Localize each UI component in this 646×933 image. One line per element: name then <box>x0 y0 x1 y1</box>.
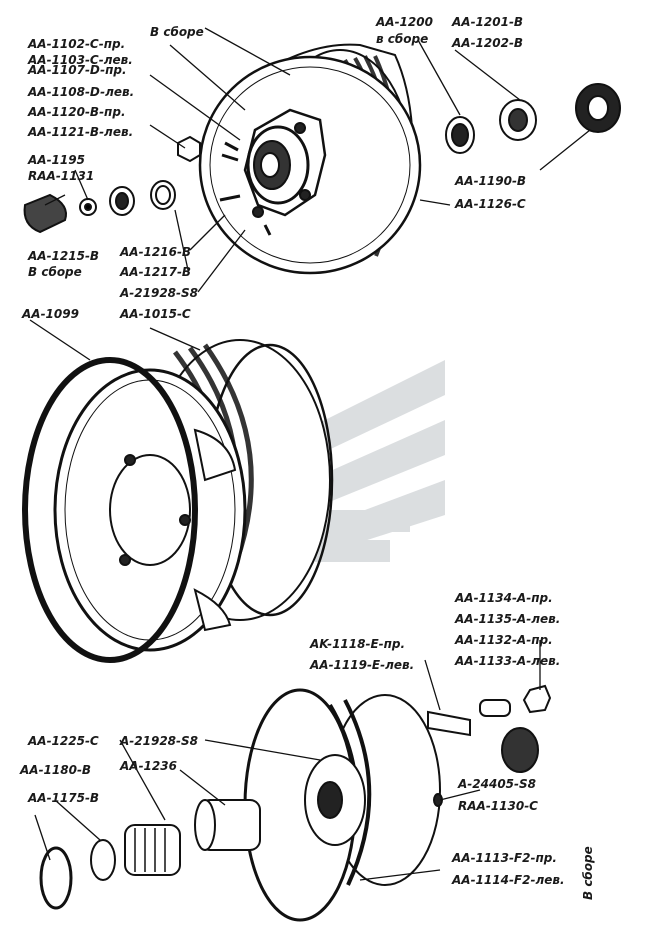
label-a-21928-s8-bottom: A-21928-S8 <box>120 734 198 748</box>
label-assembly-1200: в сборе <box>376 32 429 46</box>
label-aa-1135: AA-1135-A-лев. <box>455 612 561 626</box>
label-aa-1120: AA-1120-B-пр. <box>28 105 126 119</box>
label-aa-1134: AA-1134-A-пр. <box>455 591 553 605</box>
label-aa-1215: AA-1215-B <box>28 249 100 263</box>
label-aa-1107: AA-1107-D-пр. <box>28 63 127 77</box>
label-raa-1131: RAA-1131 <box>28 169 95 183</box>
label-aa-1121: AA-1121-B-лев. <box>28 125 134 139</box>
label-aa-1015: AA-1015-C <box>120 307 191 321</box>
label-assembly-1113: В сборе <box>581 846 595 900</box>
label-aa-1180: AA-1180-B <box>20 763 92 777</box>
label-aa-1114: AA-1114-F2-лев. <box>452 873 565 887</box>
label-aa-1216: AA-1216-B <box>120 245 192 259</box>
label-aa-1195: AA-1195 <box>28 153 85 167</box>
label-assembly-1215: В сборе <box>28 265 82 279</box>
label-aa-1175: AA-1175-B <box>28 791 100 805</box>
lock-ring <box>22 357 198 663</box>
rear-drum-assembly <box>243 688 441 922</box>
label-a-24405-s8: A-24405-S8 <box>458 777 536 791</box>
label-aa-1225: AA-1225-C <box>28 734 99 748</box>
label-aa-1200: AA-1200 <box>376 15 433 29</box>
brake-drum-assembly <box>198 43 422 275</box>
rear-small-parts <box>39 684 552 910</box>
label-assembly-1102: В сборе <box>150 25 204 39</box>
label-aa-1113: AA-1113-F2-пр. <box>452 851 557 865</box>
label-aa-1132: AA-1132-A-пр. <box>455 633 553 647</box>
label-aa-1126: AA-1126-C <box>455 197 526 211</box>
label-aa-1190: AA-1190-B <box>455 174 527 188</box>
hub-small-parts <box>23 83 621 234</box>
label-a-21928-s8-top: A-21928-S8 <box>120 286 198 300</box>
label-aa-1119: AA-1119-E-лев. <box>310 658 415 672</box>
label-aa-1202: AA-1202-B <box>452 36 524 50</box>
wheel-rim <box>53 339 334 652</box>
label-aa-1103: AA-1103-C-лев. <box>28 53 133 67</box>
label-aa-1102: AA-1102-C-пр. <box>28 37 126 51</box>
label-aa-1133: AA-1133-A-лев. <box>455 654 561 668</box>
label-aa-1236: AA-1236 <box>120 759 177 773</box>
label-aa-1201: AA-1201-B <box>452 15 524 29</box>
leader-lines <box>29 27 591 881</box>
label-ak-1118: AK-1118-E-пр. <box>310 637 406 651</box>
label-aa-1217: AA-1217-B <box>120 265 192 279</box>
label-raa-1130: RAA-1130-C <box>458 799 538 813</box>
label-aa-1108: AA-1108-D-лев. <box>28 85 135 99</box>
label-aa-1099: AA-1099 <box>22 307 79 321</box>
